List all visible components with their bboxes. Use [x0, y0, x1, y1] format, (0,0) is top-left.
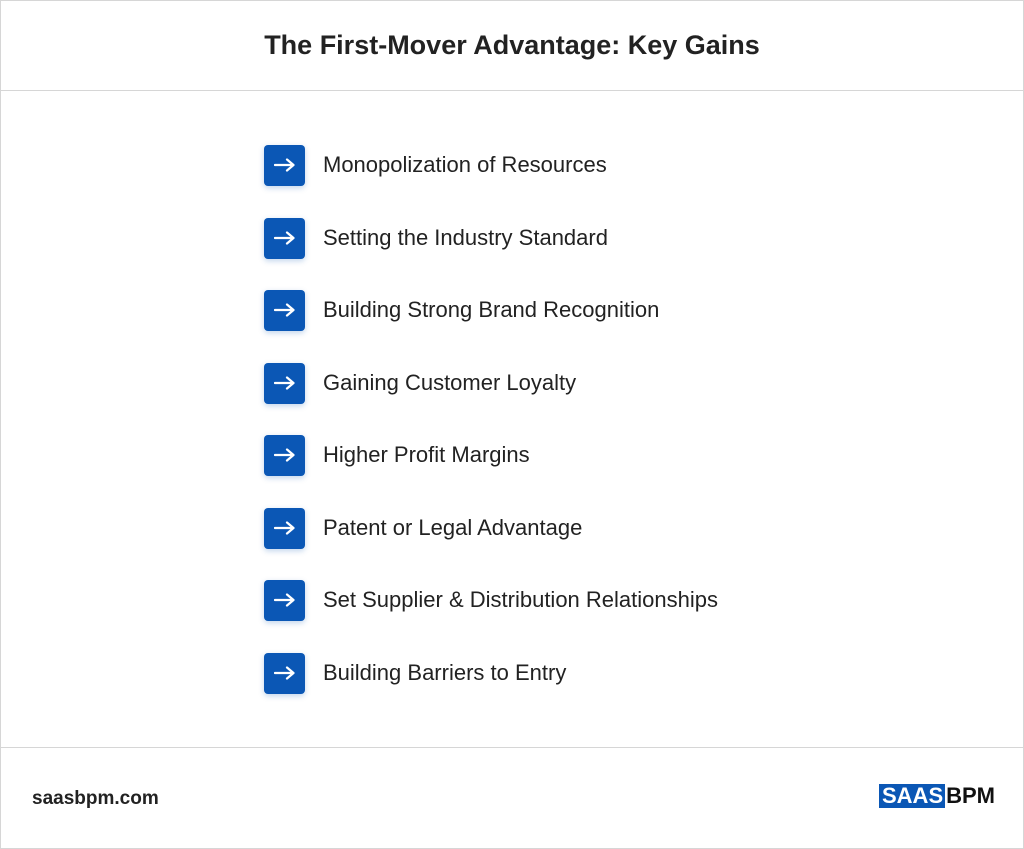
list-item-label: Building Strong Brand Recognition [323, 297, 660, 322]
list-item: Monopolization of Resources [264, 144, 864, 186]
arrow-right-icon [264, 362, 305, 404]
list-item: Building Barriers to Entry [264, 652, 864, 694]
list-item-label: Gaining Customer Loyalty [323, 370, 577, 395]
header: The First-Mover Advantage: Key Gains [1, 1, 1023, 91]
arrow-right-icon [264, 579, 305, 621]
list-item: Set Supplier & Distribution Relationship… [264, 579, 864, 621]
arrow-right-icon [264, 507, 305, 549]
list-item: Gaining Customer Loyalty [264, 362, 864, 404]
list-item: Patent or Legal Advantage [264, 507, 864, 549]
list-item: Higher Profit Margins [264, 434, 864, 476]
list-item-label: Set Supplier & Distribution Relationship… [323, 587, 718, 612]
arrow-right-icon [264, 289, 305, 331]
arrow-right-icon [264, 217, 305, 259]
list-item: Building Strong Brand Recognition [264, 289, 864, 331]
logo-part-bpm: BPM [946, 783, 996, 808]
saasbpm-logo: SAAS BPM [879, 784, 995, 808]
footer: saasbpm.com SAAS BPM [1, 747, 1023, 849]
arrow-right-icon [264, 434, 305, 476]
arrow-right-icon [264, 652, 305, 694]
page-title: The First-Mover Advantage: Key Gains [264, 30, 760, 60]
list-item-label: Setting the Industry Standard [323, 225, 608, 250]
site-url: saasbpm.com [32, 788, 159, 809]
list-item-label: Monopolization of Resources [323, 152, 607, 177]
list-item-label: Higher Profit Margins [323, 442, 530, 467]
list-item-label: Patent or Legal Advantage [323, 515, 583, 540]
list-item-label: Building Barriers to Entry [323, 660, 567, 685]
logo-part-saas: SAAS [879, 784, 946, 808]
arrow-right-icon [264, 144, 305, 186]
list-item: Setting the Industry Standard [264, 217, 864, 259]
